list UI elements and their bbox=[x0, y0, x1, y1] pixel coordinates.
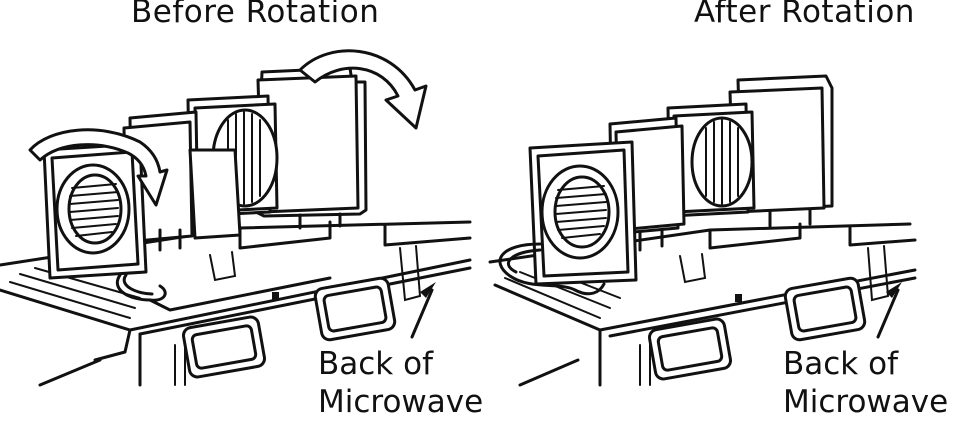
before-rotation-title: Before Rotation bbox=[131, 0, 380, 30]
blower-motor-before bbox=[42, 66, 368, 302]
after-rotation-title: After Rotation bbox=[694, 0, 915, 30]
blower-motor-after bbox=[498, 74, 834, 296]
before-caption-line2: Microwave bbox=[318, 384, 484, 420]
rotation-arrow-icon bbox=[28, 128, 169, 207]
rotation-arrow-icon bbox=[298, 49, 428, 130]
after-rotation-illustration bbox=[488, 74, 917, 387]
before-caption-line1: Back of bbox=[318, 346, 433, 382]
after-caption-line2: Microwave bbox=[783, 384, 949, 420]
before-rotation-illustration bbox=[0, 49, 472, 387]
pointer-arrow-icon bbox=[886, 282, 902, 298]
pointer-arrow-icon bbox=[420, 282, 436, 298]
after-caption-line1: Back of bbox=[783, 346, 898, 382]
